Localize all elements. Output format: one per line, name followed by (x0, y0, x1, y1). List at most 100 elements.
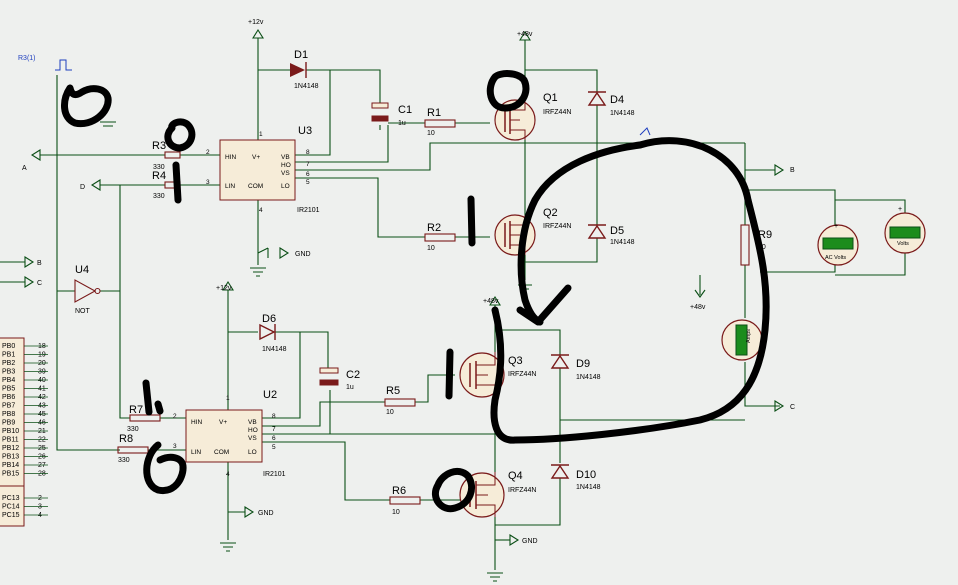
u2-pin-ho: HO (248, 427, 258, 434)
mcu-pin-name: PB12 (2, 445, 19, 452)
u3-pinnum-8: 8 (306, 149, 310, 156)
resistor-r6[interactable]: R6 10 (389, 485, 421, 516)
mosfet-q2[interactable]: Q2 IRFZ44N (494, 207, 571, 256)
mcu-pin-number: 43 (38, 403, 46, 410)
u2-pinnum-5: 5 (272, 444, 276, 451)
u3-pinnum-7: 7 (306, 161, 310, 168)
capacitor-c1[interactable]: C1 1u (371, 102, 412, 127)
ac-voltmeter[interactable]: AC Volts + (817, 223, 859, 266)
u3-pin-vplus: V+ (252, 154, 260, 161)
diode-d1[interactable]: D1 1N4148 (290, 49, 319, 90)
mcu-pin-name: PB5 (2, 386, 15, 393)
u4-not-gate[interactable]: U4 NOT (74, 264, 101, 315)
d10-ref: D10 (576, 469, 596, 481)
resistor-r8[interactable]: R8 330 (117, 433, 149, 464)
mcu-pin-number: 19 (38, 352, 46, 359)
terminal-c-left: C (37, 280, 42, 287)
mcu-pin-number: 22 (38, 437, 46, 444)
q4-part: IRFZ44N (508, 487, 536, 494)
q2-part: IRFZ44N (543, 223, 571, 230)
u2-pin-lin: LIN (191, 449, 201, 456)
c2-value: 1u (346, 384, 354, 391)
capacitor-c2[interactable]: C2 1u (319, 367, 360, 391)
mcu-pin-number: 42 (38, 394, 46, 401)
d4-ref: D4 (610, 94, 624, 106)
c1-value: 1u (398, 120, 406, 127)
diode-d10[interactable]: D10 1N4148 (550, 464, 601, 491)
u3-pin-vs: VS (281, 170, 290, 177)
d6-part: 1N4148 (262, 346, 287, 353)
q1-ref: Q1 (543, 92, 558, 104)
u2-ir2101[interactable]: HIN V+ VB HO VS LIN COM LO 1 2 3 4 5 6 7… (173, 389, 286, 478)
r8-value: 330 (118, 457, 130, 464)
r6-ref: R6 (392, 485, 406, 497)
ink-mark-q3 (445, 348, 454, 400)
dc-voltmeter[interactable]: Volts + (884, 206, 926, 254)
d9-part: 1N4148 (576, 374, 601, 381)
volts-label: Volts (897, 241, 909, 247)
mcu-pin-number: 18 (38, 343, 46, 350)
ammeter[interactable]: Amps (721, 319, 763, 361)
diode-d4[interactable]: D4 1N4148 (587, 91, 635, 117)
rail-48v-top: +48v (517, 31, 533, 38)
gnd-label-2: GND (258, 510, 274, 517)
mcu-pin-number: 28 (38, 471, 46, 478)
u3-pinnum-6: 6 (306, 171, 310, 178)
mosfet-q3[interactable]: Q3 IRFZ44N (459, 352, 536, 398)
u4-part: NOT (75, 308, 91, 315)
q4-ref: Q4 (508, 470, 523, 482)
u3-pin-lo: LO (281, 183, 290, 190)
resistor-r7[interactable]: R7 330 (127, 404, 161, 433)
r3-ref: R3 (152, 140, 166, 152)
mcu-pin-number: 21 (38, 428, 46, 435)
resistor-r5[interactable]: R5 10 (384, 385, 416, 416)
q3-ref: Q3 (508, 355, 523, 367)
svg-text:+: + (898, 206, 902, 213)
u2-pinnum-2: 2 (173, 413, 177, 420)
pulse-generator[interactable]: R3(1) (18, 55, 72, 71)
u2-pinnum-6: 6 (272, 435, 276, 442)
mcu-pin-name: PB1 (2, 352, 15, 359)
d1-ref: D1 (294, 49, 308, 61)
diode-d5[interactable]: D5 1N4148 (587, 224, 635, 246)
mosfet-q1[interactable]: Q1 IRFZ44N (494, 92, 571, 141)
u3-pin-lin: LIN (225, 183, 235, 190)
u2-pin-vs: VS (248, 435, 257, 442)
diode-d9[interactable]: D9 1N4148 (550, 354, 601, 381)
probe-icon (639, 127, 651, 136)
terminal-b-right: B (790, 167, 795, 174)
ink-mark-r4 (172, 161, 182, 204)
mcu-pin-name: PB10 (2, 428, 19, 435)
resistor-r2[interactable]: R2 10 (424, 222, 456, 252)
mcu-pin-name: PB4 (2, 377, 15, 384)
mcu-pin-number: 40 (38, 377, 46, 384)
resistor-r3[interactable]: R3 330 (152, 140, 181, 171)
u3-pin-hin: HIN (225, 154, 237, 161)
terminal-arrows (24, 149, 785, 546)
mcu-pin-number: 39 (38, 369, 46, 376)
u3-pinnum-5: 5 (306, 179, 310, 186)
r4-value: 330 (153, 193, 165, 200)
d10-part: 1N4148 (576, 484, 601, 491)
diode-d6[interactable]: D6 1N4148 (259, 313, 287, 353)
mcu-pin-number: 25 (38, 445, 46, 452)
rail-12v-mid: +12v (216, 285, 232, 292)
terminal-a: A (22, 165, 27, 172)
mcu-pin-number: 27 (38, 462, 46, 469)
u4-ref: U4 (75, 264, 89, 276)
c1-ref: C1 (398, 104, 412, 116)
mcu-pin-number: 3 (38, 504, 42, 511)
rail-12v-top: +12v (248, 19, 264, 26)
d6-ref: D6 (262, 313, 276, 325)
resistor-r1[interactable]: R1 10 (424, 107, 456, 137)
r5-value: 10 (386, 409, 394, 416)
r7-ref: R7 (129, 404, 143, 416)
u3-ir2101[interactable]: HIN V+ VB HO VS LIN COM LO 1 2 3 4 5 6 7… (206, 125, 320, 214)
q1-part: IRFZ44N (543, 109, 571, 116)
u2-pin-vplus: V+ (219, 419, 227, 426)
d4-part: 1N4148 (610, 110, 635, 117)
ink-current-loop (490, 137, 770, 444)
u2-pin-lo: LO (248, 449, 257, 456)
